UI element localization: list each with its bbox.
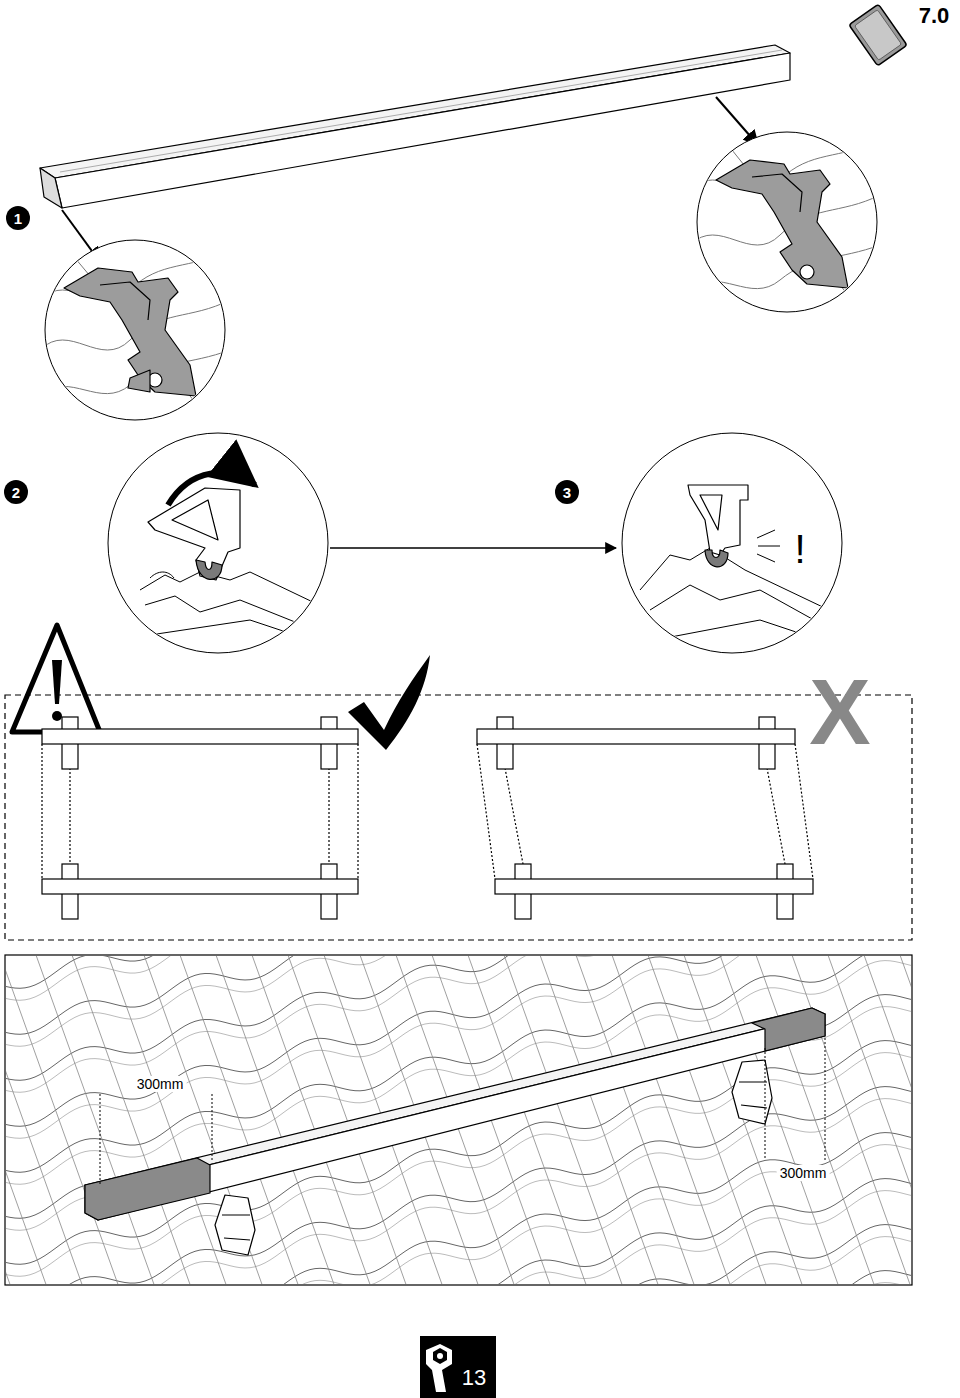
warning-icon bbox=[12, 625, 100, 732]
detail-circle bbox=[108, 433, 340, 653]
detail-circle bbox=[40, 240, 230, 420]
wrong-mark: X bbox=[809, 666, 870, 758]
roof-rail bbox=[85, 1008, 825, 1255]
dimension-label: 300mm bbox=[777, 1165, 830, 1181]
tool-size: 13 bbox=[462, 1367, 486, 1389]
warning-mark: ! bbox=[794, 529, 805, 569]
manual-icon bbox=[849, 4, 907, 66]
step-number: 2 bbox=[12, 485, 20, 500]
detail-circle bbox=[690, 132, 880, 312]
dimension-label: 300mm bbox=[134, 1076, 187, 1092]
correct-layout bbox=[42, 717, 358, 919]
rail bbox=[40, 45, 790, 208]
tool-badge bbox=[420, 1336, 496, 1398]
page-number: 7.0 bbox=[919, 5, 950, 27]
wrong-layout bbox=[477, 717, 813, 919]
dimension-lines bbox=[100, 1038, 825, 1186]
check-mark bbox=[348, 655, 430, 750]
step-badge bbox=[6, 206, 30, 230]
step-number: 3 bbox=[563, 485, 571, 500]
step-number: 1 bbox=[14, 211, 22, 226]
detail-circle bbox=[622, 433, 850, 653]
roof-tiles bbox=[6, 956, 911, 1284]
